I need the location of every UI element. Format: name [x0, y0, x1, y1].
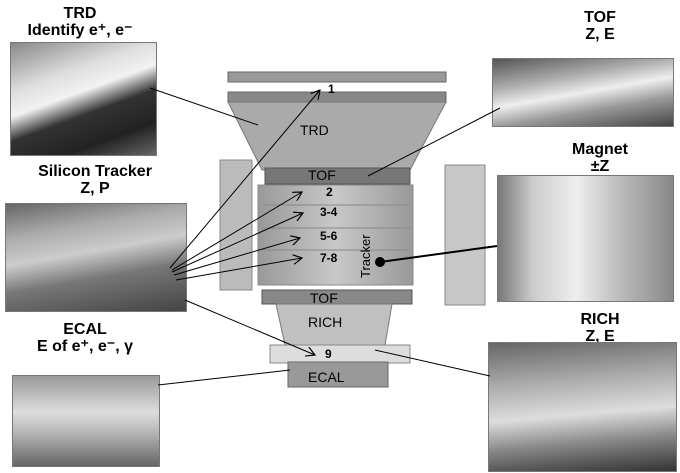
- trd-photo: [10, 42, 157, 156]
- layer-3-4: 3-4: [320, 205, 338, 219]
- label-tof-lower: TOF: [310, 290, 338, 306]
- layer-7-8: 7-8: [320, 251, 338, 265]
- magnet-photo: [497, 175, 674, 302]
- label-ecal: ECAL: [308, 369, 345, 385]
- label-trd: TRD: [300, 122, 329, 138]
- ecal-photo: [12, 375, 160, 467]
- layer-1: 1: [328, 82, 335, 96]
- rich-photo: [488, 342, 677, 472]
- label-tracker: Tracker: [358, 234, 373, 278]
- callout-lines: [149, 87, 501, 386]
- detector-body: [219, 71, 486, 388]
- layer-2: 2: [326, 185, 333, 199]
- tracker-photo: [5, 203, 187, 312]
- tof-photo: [492, 58, 674, 127]
- magnet-pointer-dot: [375, 257, 385, 267]
- magnet-title: Magnet±Z: [572, 141, 628, 175]
- layer-9: 9: [325, 347, 332, 361]
- layer-5-6: 5-6: [320, 229, 338, 243]
- label-rich: RICH: [308, 314, 342, 330]
- label-tof-upper: TOF: [308, 167, 336, 183]
